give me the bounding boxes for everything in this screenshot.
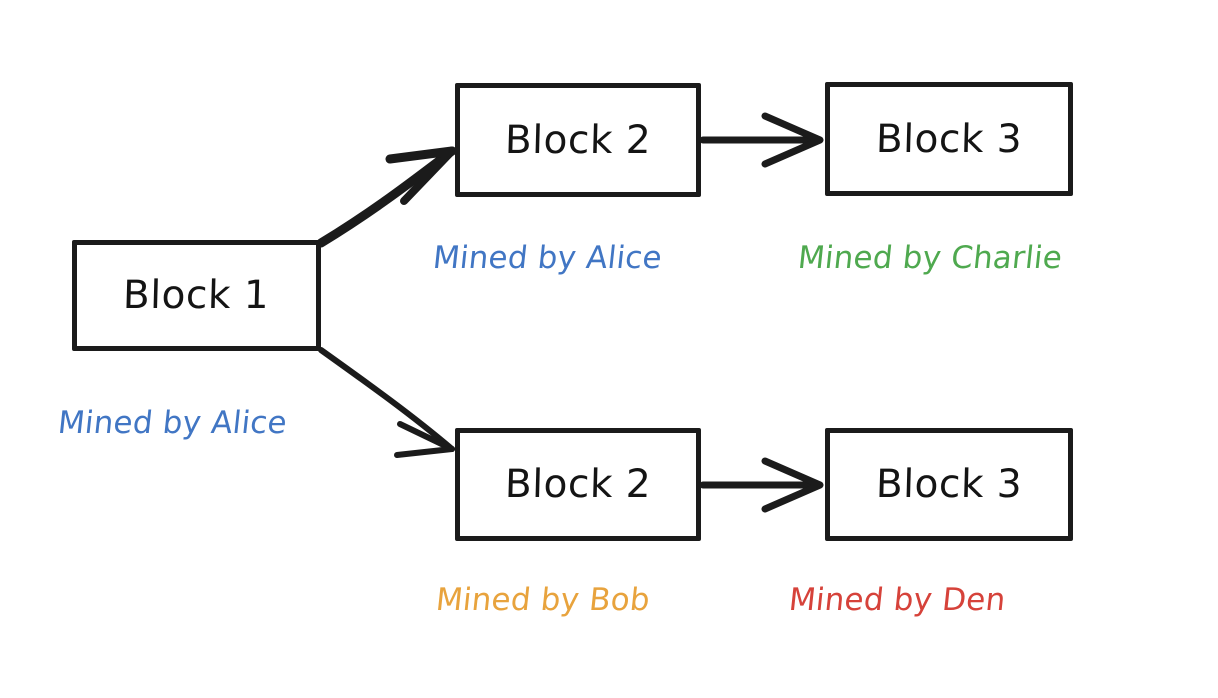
block-node-block-2-bottom[interactable]: Block 2 [455,428,701,541]
block-node-block-3-top[interactable]: Block 3 [825,82,1073,196]
miner-caption-block-2-bottom: Mined by Bob [434,582,652,618]
arrow-fork-up [316,146,457,248]
miner-caption-block-1: Mined by Alice [56,405,289,441]
miner-caption-block-3-top: Mined by Charlie [796,240,1064,276]
block-node-block-3-bottom[interactable]: Block 3 [825,428,1073,541]
miner-caption-block-2-top: Mined by Alice [431,240,664,276]
block-node-block-2-top[interactable]: Block 2 [455,83,701,197]
block-label: Block 2 [504,462,652,507]
block-label: Block 1 [122,273,271,318]
arrow-top-chain [699,112,824,168]
block-label: Block 2 [504,117,652,163]
arrow-bot-chain [699,457,824,513]
block-label: Block 3 [875,116,1023,162]
block-node-block-1[interactable]: Block 1 [72,240,321,351]
block-label: Block 3 [875,462,1023,507]
miner-caption-block-3-bottom: Mined by Den [787,582,1008,618]
arrow-fork-down [318,347,455,458]
